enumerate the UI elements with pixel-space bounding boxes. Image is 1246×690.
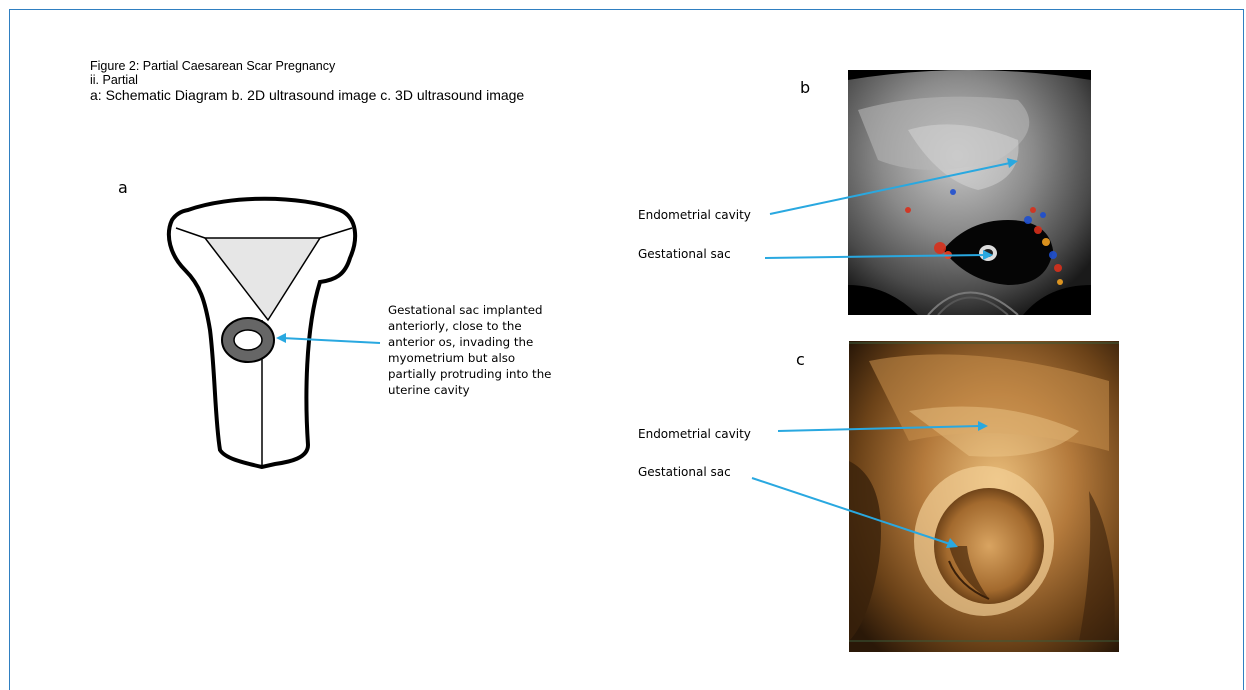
arrow-2d-gestational xyxy=(765,255,985,258)
arrow-3d-gestational xyxy=(752,478,950,544)
arrow-3d-endometrial xyxy=(778,426,980,431)
arrow-2d-endometrial xyxy=(770,163,1010,214)
label-arrows xyxy=(0,0,1246,673)
arrow-2d-gestational-head xyxy=(983,250,993,260)
arrow-2d-endometrial-head xyxy=(1007,158,1018,168)
arrow-3d-endometrial-head xyxy=(978,421,988,431)
